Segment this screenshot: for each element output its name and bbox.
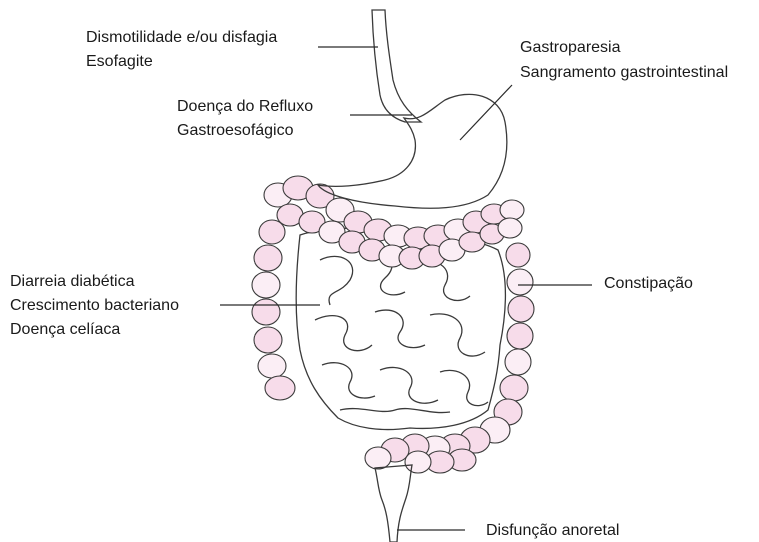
colon-haustrum — [500, 200, 524, 220]
colon-haustrum — [507, 269, 533, 295]
label-small-bowel-line2: Crescimento bacteriano — [10, 297, 179, 314]
leader-stomach — [460, 85, 512, 140]
colon-haustrum — [508, 296, 534, 322]
colon-haustrum — [405, 451, 431, 473]
colon-haustrum — [254, 327, 282, 353]
colon-haustrum — [265, 376, 295, 400]
colon-haustrum — [505, 349, 531, 375]
label-esophagus-line2: Esofagite — [86, 53, 153, 70]
colon — [252, 176, 534, 473]
label-reflux-line2: Gastroesofágico — [177, 122, 294, 139]
label-reflux-line1: Doença do Refluxo — [177, 98, 313, 115]
label-stomach-line2: Sangramento gastrointestinal — [520, 64, 728, 81]
label-small-bowel-line1: Diarreia diabética — [10, 273, 135, 290]
colon-haustrum — [507, 323, 533, 349]
colon-haustrum — [365, 447, 391, 469]
label-colon: Constipação — [604, 275, 693, 292]
label-anorectal: Disfunção anoretal — [486, 522, 619, 539]
label-esophagus-line1: Dismotilidade e/ou disfagia — [86, 29, 277, 46]
colon-haustrum — [259, 220, 285, 244]
colon-haustrum — [252, 272, 280, 298]
esophagus — [372, 10, 421, 122]
colon-haustrum — [500, 375, 528, 401]
colon-haustrum — [258, 354, 286, 378]
colon-haustrum — [254, 245, 282, 271]
colon-haustrum — [498, 218, 522, 238]
colon-haustrum — [252, 299, 280, 325]
colon-haustrum — [506, 243, 530, 267]
label-small-bowel-line3: Doença celíaca — [10, 321, 120, 338]
stomach — [318, 94, 507, 208]
label-stomach-line1: Gastroparesia — [520, 39, 621, 56]
